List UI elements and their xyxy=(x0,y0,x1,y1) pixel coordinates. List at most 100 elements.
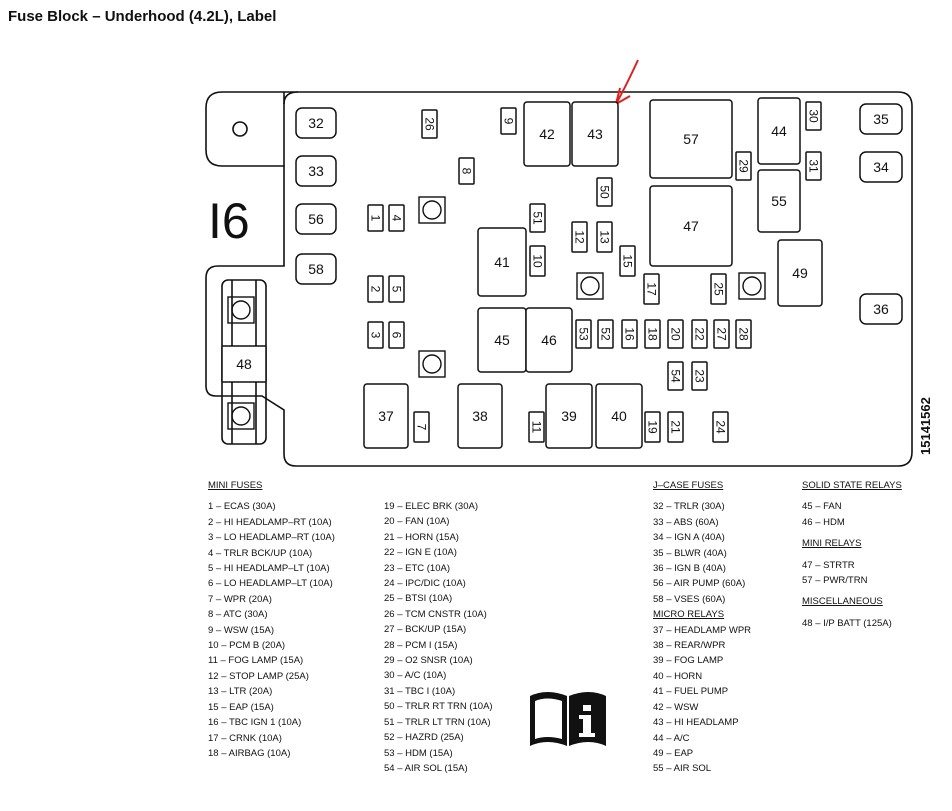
fuse-slot-label: 41 xyxy=(494,254,510,270)
legend-item: 58 – VSES (60A) xyxy=(653,593,726,605)
screw-hole-frame xyxy=(227,296,255,324)
legend-item: 2 – HI HEADLAMP–RT (10A) xyxy=(208,516,332,528)
screw-hole-frame xyxy=(418,196,446,224)
fuse-slot-56 xyxy=(295,203,337,235)
fuse-slot-51 xyxy=(529,203,546,233)
fuse-slot-26 xyxy=(421,109,438,139)
legend-item: 56 – AIR PUMP (60A) xyxy=(653,578,746,590)
fuse-slot-label: 26 xyxy=(423,117,437,131)
fuse-slot-label: 35 xyxy=(873,111,889,127)
fuse-slot-label: 9 xyxy=(502,118,516,125)
fuse-slot-8 xyxy=(458,157,475,185)
fuse-slot-label: 2 xyxy=(369,286,383,293)
fuse-slot-22 xyxy=(691,319,708,349)
legend-item: 51 – TRLR LT TRN (10A) xyxy=(384,716,491,728)
fuse-slot-38 xyxy=(457,383,503,449)
fuse-slot-label: 8 xyxy=(460,168,474,175)
fuse-slot-47 xyxy=(649,185,733,267)
fuse-slot-40 xyxy=(595,383,643,449)
fuse-slot-label: 4 xyxy=(390,215,404,222)
manual-info-icon xyxy=(530,692,606,746)
fuse-slot-label: 54 xyxy=(669,369,683,383)
fuse-slot-label: 10 xyxy=(531,254,545,268)
fuse-slot-13 xyxy=(596,221,613,253)
fuse-slot-41 xyxy=(477,227,527,297)
legend-item: 19 – ELEC BRK (30A) xyxy=(384,501,478,512)
fuse-slot-11 xyxy=(528,411,545,443)
fuse-slot-label: 50 xyxy=(598,185,612,199)
legend-item: 24 – IPC/DIC (10A) xyxy=(384,578,466,590)
screw-hole-frame xyxy=(738,272,766,300)
fuse-slot-label: 20 xyxy=(669,327,683,341)
legend-item: 50 – TRLR RT TRN (10A) xyxy=(384,701,493,713)
fuse-slot-label: 18 xyxy=(646,327,660,341)
legend-item: 47 – STRTR xyxy=(802,559,855,571)
legend-item: 54 – AIR SOL (15A) xyxy=(384,762,468,774)
fuse-slot-label: 49 xyxy=(792,265,808,281)
legend-item: 53 – HDM (15A) xyxy=(384,747,453,759)
legend-item: 41 – FUEL PUMP xyxy=(653,686,729,698)
fuse-slot-1 xyxy=(367,204,384,232)
legend-heading-jcase-fuses: J–CASE FUSES xyxy=(653,480,724,491)
fuse-slot-52 xyxy=(597,319,614,349)
legend-item: 52 – HAZRD (25A) xyxy=(384,732,464,744)
screw-hole xyxy=(231,406,251,426)
part-number: 15141562 xyxy=(918,397,933,455)
legend-item: 49 – EAP xyxy=(653,747,694,759)
legend-item: 48 – I/P BATT (125A) xyxy=(802,617,892,629)
screw-hole xyxy=(231,300,251,320)
fuse-slot-label: 15 xyxy=(621,254,635,268)
fuse-slot-3 xyxy=(367,321,384,349)
fuse-slot-label: 33 xyxy=(308,163,324,179)
fuse-slot-18 xyxy=(644,319,661,349)
fuse-slot-37 xyxy=(363,383,409,449)
fuse-slot-label: 55 xyxy=(771,193,787,209)
fuse-slot-label: 22 xyxy=(693,327,707,341)
fuse-slot-42 xyxy=(523,101,571,167)
legend-item: 1 – ECAS (30A) xyxy=(208,501,276,513)
fuse-slot-label: 46 xyxy=(541,332,557,348)
fuse-slot-25 xyxy=(710,273,727,305)
fuse-slot-24 xyxy=(712,411,729,443)
fuse-slot-label: 56 xyxy=(308,211,324,227)
legend-item: 10 – PCM B (20A) xyxy=(208,640,286,652)
legend-item: 17 – CRNK (10A) xyxy=(208,732,282,744)
screw-hole xyxy=(580,276,600,296)
screw-hole-frame xyxy=(418,350,446,378)
page-title: Fuse Block – Underhood (4.2L), Label xyxy=(8,8,277,25)
fuse-slot-50 xyxy=(596,177,613,207)
fuse-slot-label: 32 xyxy=(308,115,324,131)
screw-hole xyxy=(422,354,442,374)
fuse-slot-21 xyxy=(667,411,684,443)
legend-item: 28 – PCM I (15A) xyxy=(384,639,458,651)
legend-item: 39 – FOG LAMP xyxy=(653,655,724,667)
fuse-slot-7 xyxy=(413,411,430,443)
fuse-slot-23 xyxy=(691,361,708,391)
legend-item: 22 – IGN E (10A) xyxy=(384,547,457,559)
legend-jcase-and-micro: J–CASE FUSES 32 – TRLR (30A) 33 – ABS (6… xyxy=(653,478,751,777)
block-marking: I6 xyxy=(208,193,250,249)
fuse-slot-label: 42 xyxy=(539,126,555,142)
fuse-slot-label: 53 xyxy=(577,327,591,341)
fuse-slot-44 xyxy=(757,97,801,165)
legend-item: 55 – AIR SOL xyxy=(653,763,712,775)
fuse-slot-5 xyxy=(388,275,405,303)
legend-item: 27 – BCK/UP (15A) xyxy=(384,624,467,636)
legend-item: 36 – IGN B (40A) xyxy=(653,563,726,575)
fuse-slot-17 xyxy=(643,273,660,305)
fuse-slot-label: 43 xyxy=(587,126,603,142)
legend-item: 46 – HDM xyxy=(802,516,845,528)
fuse-slot-55 xyxy=(757,169,801,233)
fuse-slot-15 xyxy=(619,245,636,277)
legend-item: 6 – LO HEADLAMP–LT (10A) xyxy=(208,578,333,590)
legend-heading-miscellaneous: MISCELLANEOUS xyxy=(802,596,883,608)
fuse-slot-label: 57 xyxy=(683,131,699,147)
legend-item: 26 – TCM CNSTR (10A) xyxy=(384,608,487,620)
fuse-slot-label: 44 xyxy=(771,123,787,139)
fuse-slot-label: 24 xyxy=(714,420,728,434)
fuse-slot-label: 16 xyxy=(623,327,637,341)
screw-hole-frame xyxy=(576,272,604,300)
fuse-slot-30 xyxy=(805,101,822,131)
fuse-slot-48 xyxy=(221,345,267,383)
